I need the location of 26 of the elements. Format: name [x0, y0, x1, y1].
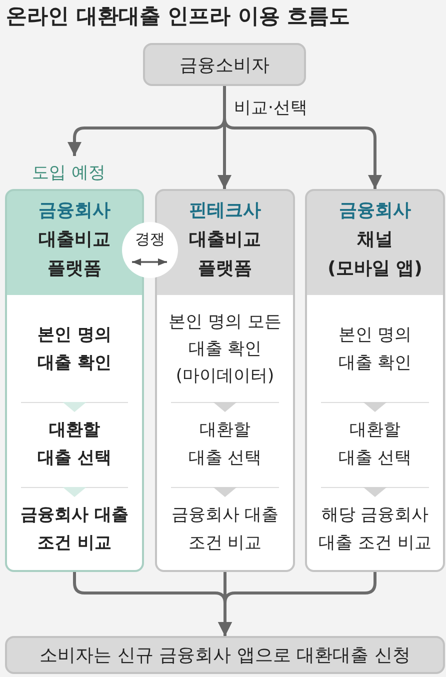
chevron-arrow — [363, 487, 387, 497]
diagram-title: 온라인 대환대출 인프라 이용 흐름도 — [6, 3, 350, 30]
step-text: 금융회사 대출 조건 비교 — [166, 487, 284, 572]
process-box: 소비자는 신규 금융회사 앱으로 대환대출 신청 — [5, 636, 445, 674]
chevron-arrow — [213, 402, 237, 412]
step-text: 본인 명의 대출 확인 — [325, 297, 425, 402]
step-text: 대환할 대출 선택 — [182, 402, 268, 487]
platform-title: 핀테크사 대출비교 플랫폼 — [188, 199, 262, 281]
step-text: 대환할 대출 선택 — [32, 402, 118, 487]
chevron-arrow — [62, 487, 86, 497]
platform-title: 금융회사 채널 (모바일 앱) — [326, 199, 424, 281]
step-text: 대환할 대출 선택 — [332, 402, 418, 487]
step-text: 해당 금융회사 대출 조건 비교 — [313, 487, 437, 572]
step-text: 본인 명의 대출 확인 — [24, 297, 124, 402]
arrow — [223, 86, 382, 189]
status-label: 도입 예정 — [32, 162, 106, 184]
chevron-arrow — [363, 402, 387, 412]
platform-card — [305, 189, 445, 572]
platform-title: 금융회사 대출비교 플랫폼 — [38, 199, 112, 281]
step-text: 본인 명의 모든 대출 확인 (마이데이터) — [163, 297, 287, 402]
process-box: 금융소비자 — [143, 43, 306, 86]
arrow — [132, 258, 167, 266]
chevron-arrow — [213, 487, 237, 497]
arrow — [218, 572, 376, 636]
chevron-arrow — [62, 402, 86, 412]
step-text: 금융회사 대출 조건 비교 — [16, 487, 134, 572]
